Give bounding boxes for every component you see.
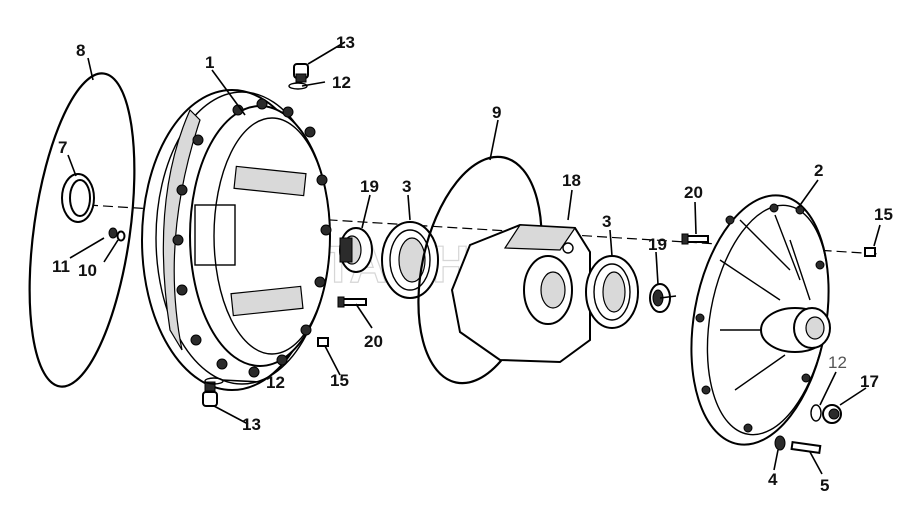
callout-3-right: 3 <box>602 212 611 231</box>
callout-10: 10 <box>78 261 97 280</box>
part-13-plug-bottom <box>202 377 224 407</box>
part-3-bearing-left <box>381 221 439 299</box>
callout-17: 17 <box>860 372 879 391</box>
callout-12-bottom: 12 <box>266 373 285 392</box>
callout-labels: 8 7 11 10 1 13 12 12 13 15 19 20 3 9 18 … <box>52 33 893 495</box>
callout-8: 8 <box>76 41 85 60</box>
part-18-pump-body <box>450 223 591 364</box>
callout-19-right: 19 <box>648 235 667 254</box>
callout-4: 4 <box>768 470 778 489</box>
part-20-bolt-left <box>337 296 367 308</box>
part-19-cap-left <box>339 227 373 273</box>
part-15-plug-left <box>317 337 329 347</box>
callout-20-left: 20 <box>364 332 383 351</box>
callout-9: 9 <box>492 103 501 122</box>
callout-19-left: 19 <box>360 177 379 196</box>
callout-11: 11 <box>52 257 70 276</box>
callout-12-right: 12 <box>828 353 847 372</box>
part-8-seal-ring <box>28 72 136 388</box>
leader-lines <box>67 41 881 475</box>
callout-2: 2 <box>814 161 823 180</box>
callout-13-top: 13 <box>336 33 355 52</box>
part-15-plug-right <box>864 247 876 257</box>
part-2-rear-cover <box>690 194 831 446</box>
part-3-bearing-right <box>585 255 639 329</box>
callout-18: 18 <box>562 171 581 190</box>
callout-20-right: 20 <box>684 183 703 202</box>
callout-12-top: 12 <box>332 73 351 92</box>
callout-3-left: 3 <box>402 177 411 196</box>
callout-7: 7 <box>58 138 67 157</box>
part-7-small-seal <box>61 173 95 223</box>
callout-5: 5 <box>820 476 829 495</box>
callout-15-right: 15 <box>874 205 893 224</box>
part-1-front-housing <box>141 89 332 391</box>
callout-1: 1 <box>205 53 214 72</box>
callout-15-left: 15 <box>330 371 349 390</box>
part-10-11-fasteners <box>108 227 126 242</box>
part-17-plug-right <box>810 404 842 424</box>
part-5-bolt <box>790 440 822 455</box>
part-13-plug-top <box>288 63 309 90</box>
part-20-bolt-right <box>681 233 709 245</box>
callout-13-bottom: 13 <box>242 415 261 434</box>
part-4-washer <box>774 435 786 451</box>
